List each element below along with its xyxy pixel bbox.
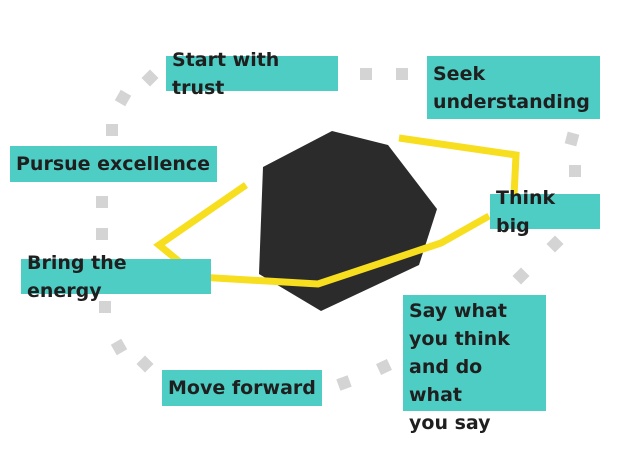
dotted-orbit (96, 68, 581, 391)
ring-front (153, 182, 491, 288)
planet-shape (259, 131, 437, 311)
ring-back (398, 134, 520, 197)
label-backgrounds (10, 56, 600, 411)
label-start-with-trust: Start with trust (172, 48, 280, 99)
label-bring-the-energy: Bring the energy (27, 251, 127, 302)
label-say-what-you-think: Say what you think and do what you say (409, 300, 510, 434)
label-move-forward: Move forward (168, 377, 316, 399)
label-think-big: Think big (496, 186, 556, 237)
label-pursue-excellence: Pursue excellence (16, 153, 211, 175)
label-seek-understanding: Seek understanding (433, 63, 590, 113)
